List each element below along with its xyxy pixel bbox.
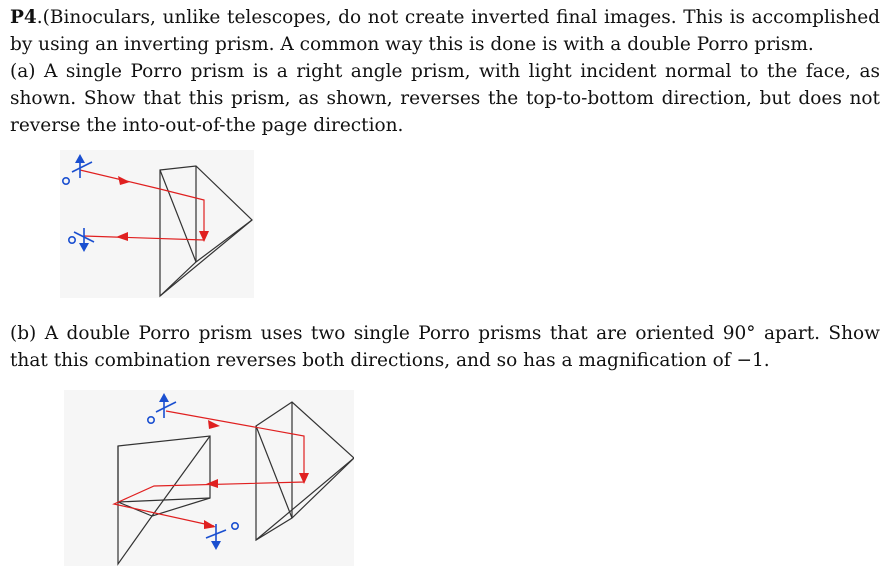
part-b-text: (b) A double Porro prism uses two single… (10, 323, 880, 371)
ray-arrowheads (204, 420, 309, 529)
porro-prism (159, 165, 253, 298)
ray-arrowheads (116, 176, 209, 242)
intro-text: .(Binoculars, unlike telescopes, do not … (10, 7, 880, 55)
porro-prism-left (117, 435, 211, 566)
problem-label: P4 (10, 7, 37, 28)
porro-prism-right (255, 401, 354, 542)
up-arrow-icon (75, 154, 85, 163)
down-arrow-icon (79, 243, 89, 252)
down-arrow-icon (211, 541, 221, 550)
orientation-marker-out (205, 522, 240, 544)
part-a-text: (a) A single Porro prism is a right angl… (10, 61, 880, 136)
double-porro-prism-figure (64, 390, 354, 566)
light-ray (79, 169, 205, 241)
light-ray (112, 410, 305, 527)
single-porro-prism-figure (60, 150, 254, 298)
problem-intro: P4.(Binoculars, unlike telescopes, do no… (10, 4, 880, 58)
up-arrow-icon (159, 393, 169, 402)
